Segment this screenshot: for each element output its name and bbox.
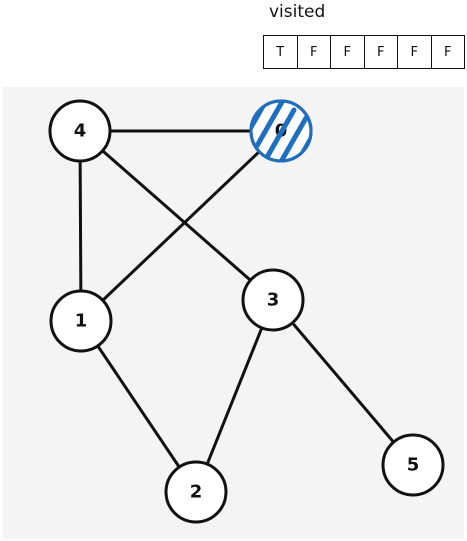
edge-4-1 <box>78 129 83 323</box>
visited-cell-3: F <box>365 36 398 68</box>
edge-4-3 <box>78 129 275 302</box>
visited-cell-2: F <box>331 36 365 68</box>
node-3: 3 <box>241 268 305 332</box>
node-5: 5 <box>381 433 445 497</box>
node-2: 2 <box>164 460 228 524</box>
node-1-label: 1 <box>75 311 88 332</box>
node-0: 0 <box>249 99 313 163</box>
node-4: 4 <box>48 99 112 163</box>
edge-3-2 <box>194 298 275 494</box>
visited-label: visited <box>269 2 326 22</box>
node-5-label: 5 <box>407 455 420 476</box>
visited-cell-0: T <box>264 36 298 68</box>
visited-cell-5: F <box>444 44 452 60</box>
edge-1-2 <box>79 319 198 494</box>
node-3-label: 3 <box>267 290 280 311</box>
visited-array: T F F F F F <box>263 35 465 69</box>
node-2-label: 2 <box>190 482 203 503</box>
edge-0-1 <box>79 129 283 323</box>
node-1: 1 <box>49 289 113 353</box>
edge-3-5 <box>271 298 415 467</box>
node-4-label: 4 <box>74 121 87 142</box>
visited-cell-1: F <box>298 36 331 68</box>
visited-cell-4: F <box>398 36 432 68</box>
